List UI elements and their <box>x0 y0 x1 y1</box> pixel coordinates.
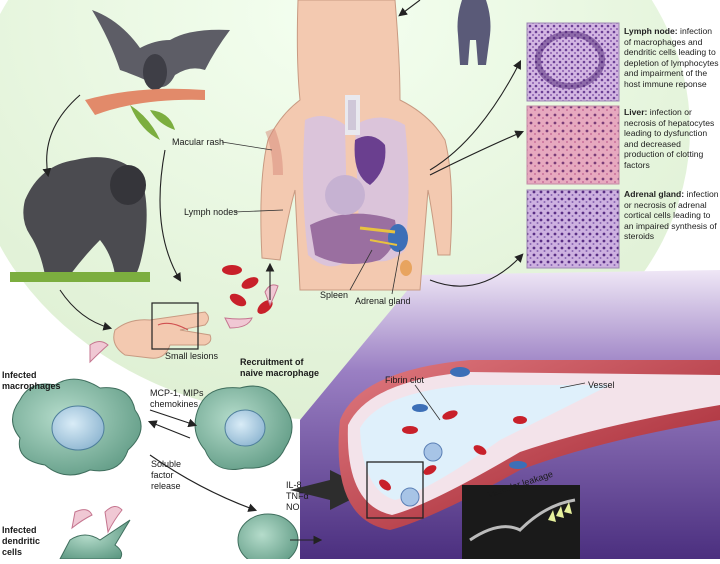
micrograph-inset <box>462 485 580 559</box>
naive-macrophage <box>194 385 293 470</box>
lymph-node-text: infection of macrophages and dendritic c… <box>624 26 719 89</box>
lymph-nodes-label: Lymph nodes <box>184 207 238 217</box>
grass <box>10 272 150 282</box>
macular-rash-label: Macular rash <box>172 137 225 147</box>
infected-macrophage <box>12 378 142 476</box>
lymph-follicle <box>535 31 605 89</box>
soluble-factor-label: Soluble factor release <box>151 459 182 491</box>
hand-icon <box>113 302 212 359</box>
arrowheads <box>548 502 572 522</box>
vessel-label: Vessel <box>588 380 615 390</box>
flow-arrows <box>42 0 525 545</box>
bat-icon <box>92 10 230 90</box>
small-lesions-label: Small lesions <box>165 351 219 361</box>
lymph-node-title: Lymph node: <box>624 26 678 36</box>
adrenal-title: Adrenal gland: <box>624 189 685 199</box>
branch <box>85 88 205 115</box>
lymph-node-description: Lymph node: infection of macrophages and… <box>624 26 720 90</box>
infected-dendritic-label: Infected dendritic cells <box>2 525 41 557</box>
adrenal-text: infection or necrosis of adrenal cortica… <box>624 189 719 242</box>
human-torso <box>260 0 453 291</box>
adrenal-micrograph <box>526 189 620 269</box>
liver-title: Liver: <box>624 107 648 117</box>
blood-vessel <box>338 360 720 530</box>
cytokines-label: IL-8 TNFα NO <box>286 480 309 512</box>
micrograph-structure <box>469 498 576 542</box>
recruitment-label: Recruitment of naive macrophage <box>240 357 320 378</box>
leader-lines <box>221 141 586 421</box>
adrenal-gland-label: Adrenal gland <box>355 296 411 306</box>
gorilla-icon <box>23 157 147 275</box>
liver-micrograph <box>526 105 620 185</box>
blood-cells <box>222 265 273 314</box>
person-silhouette-icon <box>457 0 491 65</box>
chemokines-label: MCP-1, MIPs chemokines <box>150 388 204 409</box>
leaves <box>130 105 175 140</box>
infected-macrophages-label: Infected macrophages <box>2 370 61 391</box>
spleen-label: Spleen <box>320 290 349 300</box>
cell-cluster <box>237 513 299 564</box>
adrenal-description: Adrenal gland: infection or necrosis of … <box>624 189 720 242</box>
liver-text: infection or necrosis of hepatocytes lea… <box>624 107 715 170</box>
liver-description: Liver: infection or necrosis of hepatocy… <box>624 107 720 171</box>
fibrin-clot-label: Fibrin clot <box>385 375 425 385</box>
dendritic-cell <box>59 519 131 560</box>
